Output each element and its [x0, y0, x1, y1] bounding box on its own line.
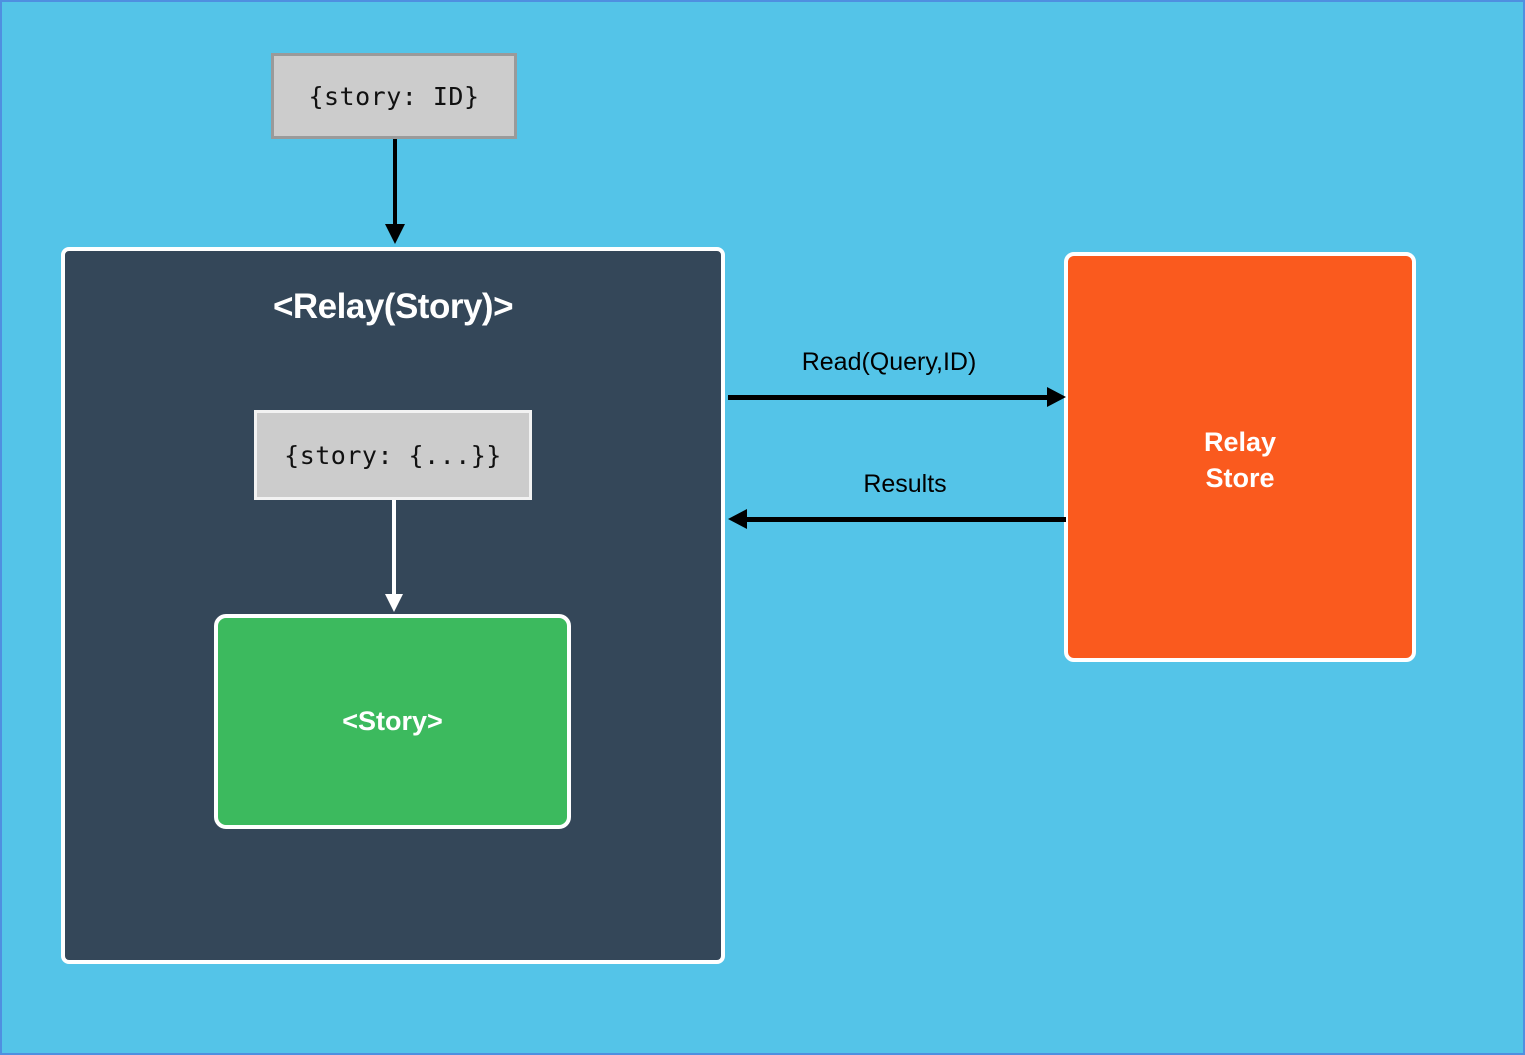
arrow-head-left-icon — [728, 509, 747, 529]
story-component-node[interactable]: <Story> — [214, 614, 571, 829]
relay-store-label-line1: Relay — [1203, 427, 1277, 457]
relay-store-label-group: Relay Store — [1068, 424, 1412, 497]
input-props-label: {story: ID} — [308, 81, 480, 111]
resolved-props-node[interactable]: {story: {...}} — [254, 410, 532, 500]
story-component-label: <Story> — [342, 706, 443, 736]
arrow-head-right-icon — [1047, 387, 1066, 407]
arrow-shaft — [393, 139, 397, 227]
relay-store-label-line2: Store — [1205, 463, 1275, 494]
resolved-props-label: {story: {...}} — [284, 440, 502, 470]
relay-store-node[interactable]: Relay Store — [1064, 252, 1416, 662]
arrow-shaft — [392, 500, 396, 597]
arrow-head-down-icon — [385, 594, 403, 612]
arrow-shaft — [728, 395, 1050, 400]
relay-story-title: <Relay(Story)> — [272, 287, 514, 326]
edge-label-results: Results — [863, 470, 947, 498]
input-props-node[interactable]: {story: ID} — [271, 53, 517, 139]
arrow-shaft — [744, 517, 1066, 522]
edge-label-read: Read(Query,ID) — [801, 348, 977, 376]
arrow-head-down-icon — [385, 224, 405, 244]
